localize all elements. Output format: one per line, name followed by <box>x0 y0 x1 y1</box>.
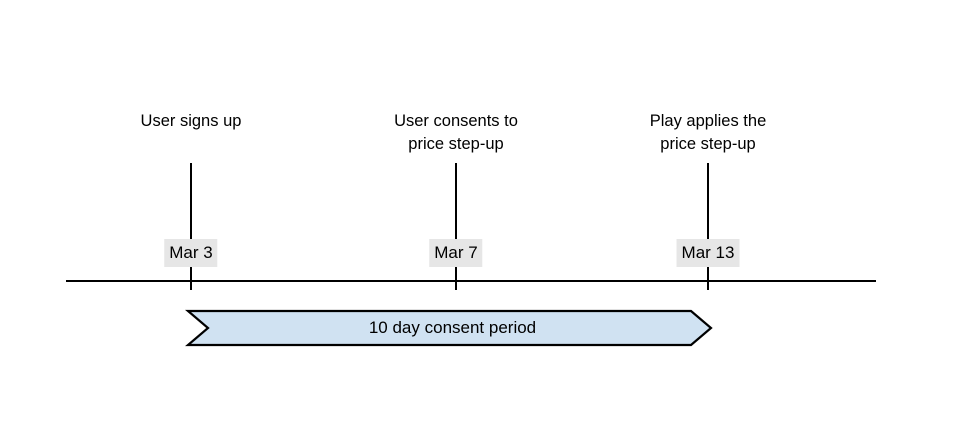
event-stem-line <box>455 163 458 290</box>
event-stem-line <box>707 163 710 290</box>
timeline-axis <box>66 280 876 282</box>
event-date-chip: Mar 7 <box>429 239 483 267</box>
consent-period-banner: 10 day consent period <box>185 309 713 347</box>
event-date-chip: Mar 3 <box>164 239 218 267</box>
event-date-chip: Mar 13 <box>676 239 740 267</box>
event-caption: Play applies the price step-up <box>649 112 767 153</box>
event-caption: User signs up <box>140 112 242 130</box>
chevron-arrow-icon <box>185 309 713 347</box>
consent-period-label: 10 day consent period <box>368 318 537 337</box>
event-stem-line <box>190 163 193 290</box>
event-caption: User consents to price step-up <box>394 112 518 153</box>
